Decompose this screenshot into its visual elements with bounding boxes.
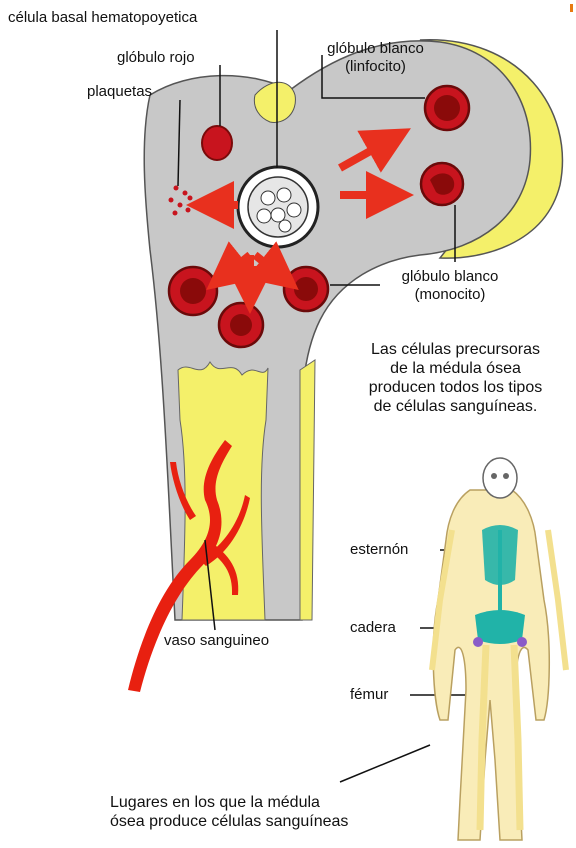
label-monocyte-line1: glóbulo blanco [380,268,520,286]
label-hip: cadera [350,619,396,637]
caption-bottom-line2: ósea produce células sanguíneas [110,812,410,831]
label-red-cell: glóbulo rojo [117,49,195,67]
stem-cell [238,167,318,247]
monocyte [421,163,463,205]
corner-mark [570,4,573,12]
label-lymphocyte-line2: (linfocito) [303,58,448,76]
caption-top-line3: producen todos los tipos [338,378,573,397]
lymphocyte [425,86,469,130]
caption-top-line2: de la médula ósea [338,359,573,378]
caption-marrow-locations: Lugares en los que la médula ósea produc… [110,793,410,831]
label-lymphocyte: glóbulo blanco (linfocito) [303,40,448,76]
label-femur: fémur [350,686,388,704]
label-basal-cell: célula basal hematopoyetica [8,9,197,27]
label-lymphocyte-line1: glóbulo blanco [303,40,448,58]
caption-bottom-line1: Lugares en los que la médula [110,793,410,812]
red-blood-cell [202,126,232,160]
caption-precursor-cells: Las células precursoras de la médula óse… [338,340,573,416]
label-monocyte-line2: (monocito) [380,286,520,304]
skeleton-figure [432,458,566,840]
label-platelets: plaquetas [87,83,152,101]
caption-top-line4: de células sanguíneas. [338,397,573,416]
label-monocyte: glóbulo blanco (monocito) [380,268,520,304]
label-sternum: esternón [350,541,408,559]
label-blood-vessel: vaso sanguineo [164,632,269,650]
caption-top-line1: Las células precursoras [338,340,573,359]
